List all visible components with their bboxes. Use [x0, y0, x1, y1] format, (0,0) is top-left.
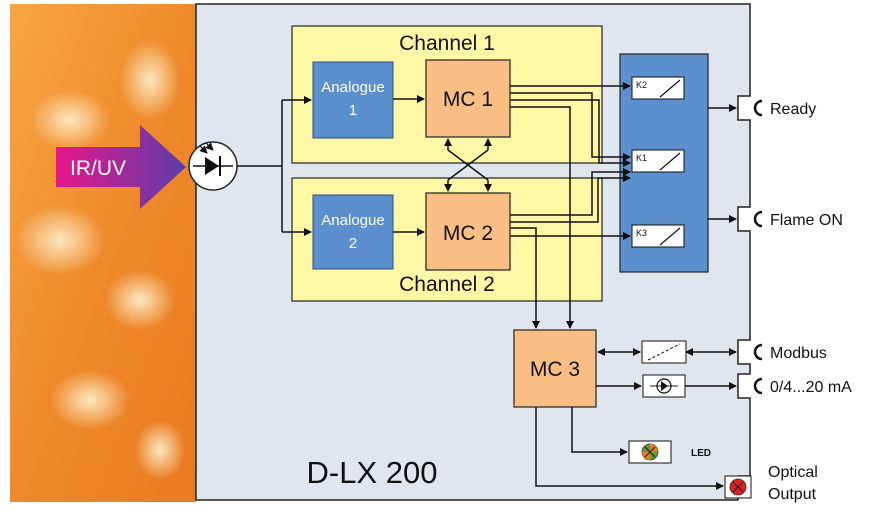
mc2-label: MC 2	[443, 222, 493, 245]
output-ready-label: Ready	[770, 101, 816, 118]
relay-k1-label: K1	[636, 153, 647, 163]
irradiation-label: IR/UV	[70, 157, 126, 180]
relay-k3: K3	[631, 224, 685, 248]
mc2-block	[425, 192, 511, 271]
analogue-2-label: Analogue	[321, 212, 384, 229]
output-current-label: 0/4...20 mA	[770, 379, 852, 396]
output-flame-on-label: Flame ON	[770, 212, 843, 229]
led-indicator-icon	[628, 440, 672, 464]
analogue-2-block	[312, 194, 394, 270]
mc3-block	[513, 329, 597, 408]
output-optical-label-line2: Output	[768, 486, 817, 503]
current-source-icon	[642, 374, 686, 398]
output-modbus-label: Modbus	[770, 345, 827, 362]
channel-2-label: Channel 2	[399, 273, 495, 296]
analogue-1-label: Analogue	[321, 79, 384, 96]
mc1-label: MC 1	[443, 88, 493, 111]
connector-sockets	[753, 99, 763, 395]
analogue-1-block	[312, 61, 394, 139]
mc1-block	[425, 59, 511, 138]
channel-1-label: Channel 1	[399, 32, 495, 55]
signal-lines	[237, 82, 737, 490]
relay-k2: K2	[631, 76, 685, 100]
analogue-1-number: 1	[349, 102, 357, 119]
device-title: D-LX 200	[307, 455, 438, 490]
relay-k2-label: K2	[636, 80, 647, 90]
photodiode-icon	[188, 141, 238, 191]
irradiation-arrow	[56, 125, 186, 209]
output-optical-label-line1: Optical	[768, 464, 818, 481]
relay-k1: K1	[631, 149, 685, 173]
mc3-label: MC 3	[530, 358, 580, 381]
optical-output-icon	[724, 475, 752, 499]
analogue-2-number: 2	[349, 235, 357, 252]
modbus-interface-icon	[641, 340, 687, 364]
relay-k3-label: K3	[636, 228, 647, 238]
flame-image	[10, 4, 196, 502]
led-label: LED	[691, 448, 711, 459]
